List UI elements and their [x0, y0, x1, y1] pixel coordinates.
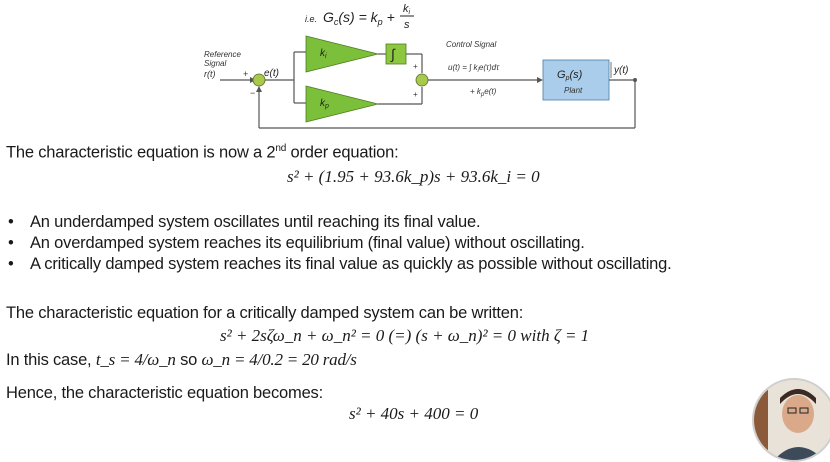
svg-text:+ kpe(t): + kpe(t) [470, 87, 497, 98]
presenter-avatar [752, 378, 830, 462]
reference-signal-label: Reference [204, 50, 241, 59]
char-eq: s² + (1.95 + 93.6k_p)s + 93.6k_i = 0 [287, 167, 540, 186]
presenter-avatar-image [754, 380, 830, 460]
formula-ki: ki [403, 3, 411, 16]
char-eq-intro: The characteristic equation is now a 2nd… [6, 143, 399, 162]
bullet-critically-damped: A critically damped system reaches its f… [8, 254, 672, 275]
svg-text:−: − [250, 88, 255, 98]
svg-text:+: + [243, 69, 248, 79]
sum-junction-2 [415, 73, 429, 87]
svg-text:+: + [413, 90, 418, 99]
bullet-underdamped: An underdamped system oscillates until r… [8, 212, 672, 233]
settling-time-line: In this case, t_s = 4/ω_n so ω_n = 4/0.2… [6, 350, 357, 369]
wn-eq: ω_n = 4/0.2 = 20 rad/s [201, 350, 357, 369]
error-label: e(t) [264, 68, 279, 79]
integrator-block [385, 43, 407, 65]
svg-text:+: + [413, 62, 418, 71]
top-formula: Gc(s) = kp + [323, 9, 395, 27]
control-signal-label: Control Signal [446, 40, 496, 49]
svg-text:Gp(s): Gp(s) [557, 69, 583, 82]
final-eq: s² + 40s + 400 = 0 [349, 404, 479, 423]
hence-text: Hence, the characteristic equation becom… [6, 384, 323, 402]
ki-amplifier [305, 35, 379, 73]
formula-prefix: i.e. [305, 14, 317, 24]
critical-intro: The characteristic equation for a critic… [6, 304, 524, 322]
ts-eq: t_s = 4/ω_n [95, 350, 176, 369]
svg-text:r(t): r(t) [204, 69, 216, 79]
svg-text:kp: kp [320, 98, 329, 110]
formula-s: s [404, 19, 410, 31]
control-law: u(t) = ∫ kie(τ)dτ [448, 63, 500, 74]
critical-eq: s² + 2sζω_n + ω_n² = 0 (=) (s + ω_n)² = … [220, 326, 590, 345]
bullet-overdamped: An overdamped system reaches its equilib… [8, 233, 672, 254]
kp-amplifier [305, 85, 379, 123]
damping-bullet-list: An underdamped system oscillates until r… [8, 212, 672, 275]
block-diagram: i.e. Gc(s) = kp + ki s Reference Signal … [204, 3, 637, 129]
plant-label: Plant [564, 86, 583, 95]
svg-text:Signal: Signal [204, 59, 226, 68]
svg-text:ki: ki [320, 48, 327, 60]
output-label: y(t) [613, 65, 628, 76]
plant-block [542, 59, 610, 101]
svg-text:∫: ∫ [390, 46, 396, 62]
